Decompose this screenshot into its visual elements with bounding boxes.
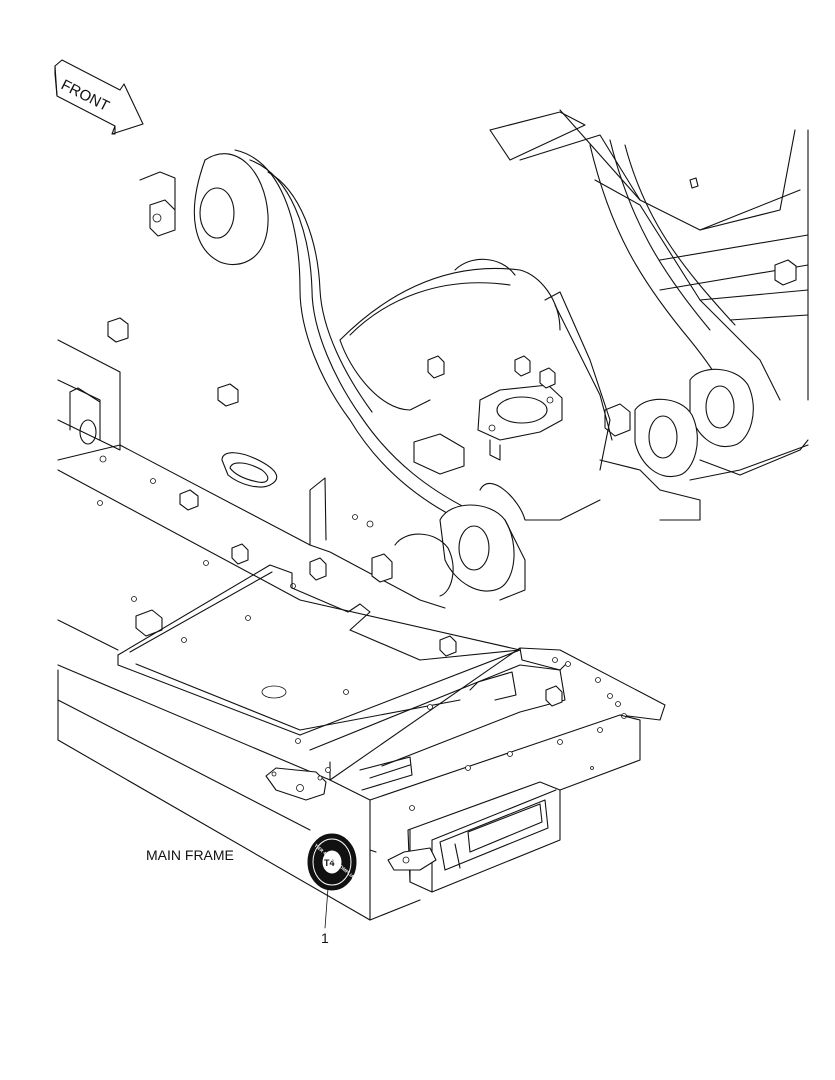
boom-arm-right	[479, 139, 809, 521]
front-arrow-indicator: FRONT	[54, 59, 144, 135]
callout-number-1: 1	[321, 930, 329, 946]
main-frame-label: MAIN FRAME	[146, 847, 234, 863]
tier4-decal: T4 TIER 4 FINAL COMPLIANT	[307, 833, 360, 891]
boom-link-left	[139, 149, 471, 521]
rear-upper-structure	[489, 109, 809, 401]
upper-deck-plate	[57, 317, 521, 657]
main-frame-body	[57, 564, 666, 921]
callouts: MAIN FRAME 1	[146, 847, 329, 946]
decal-glyph: T4	[324, 858, 335, 868]
callout-leader-line	[324, 887, 329, 929]
center-bracket	[339, 258, 563, 475]
lower-pivot-bosses	[394, 504, 526, 601]
